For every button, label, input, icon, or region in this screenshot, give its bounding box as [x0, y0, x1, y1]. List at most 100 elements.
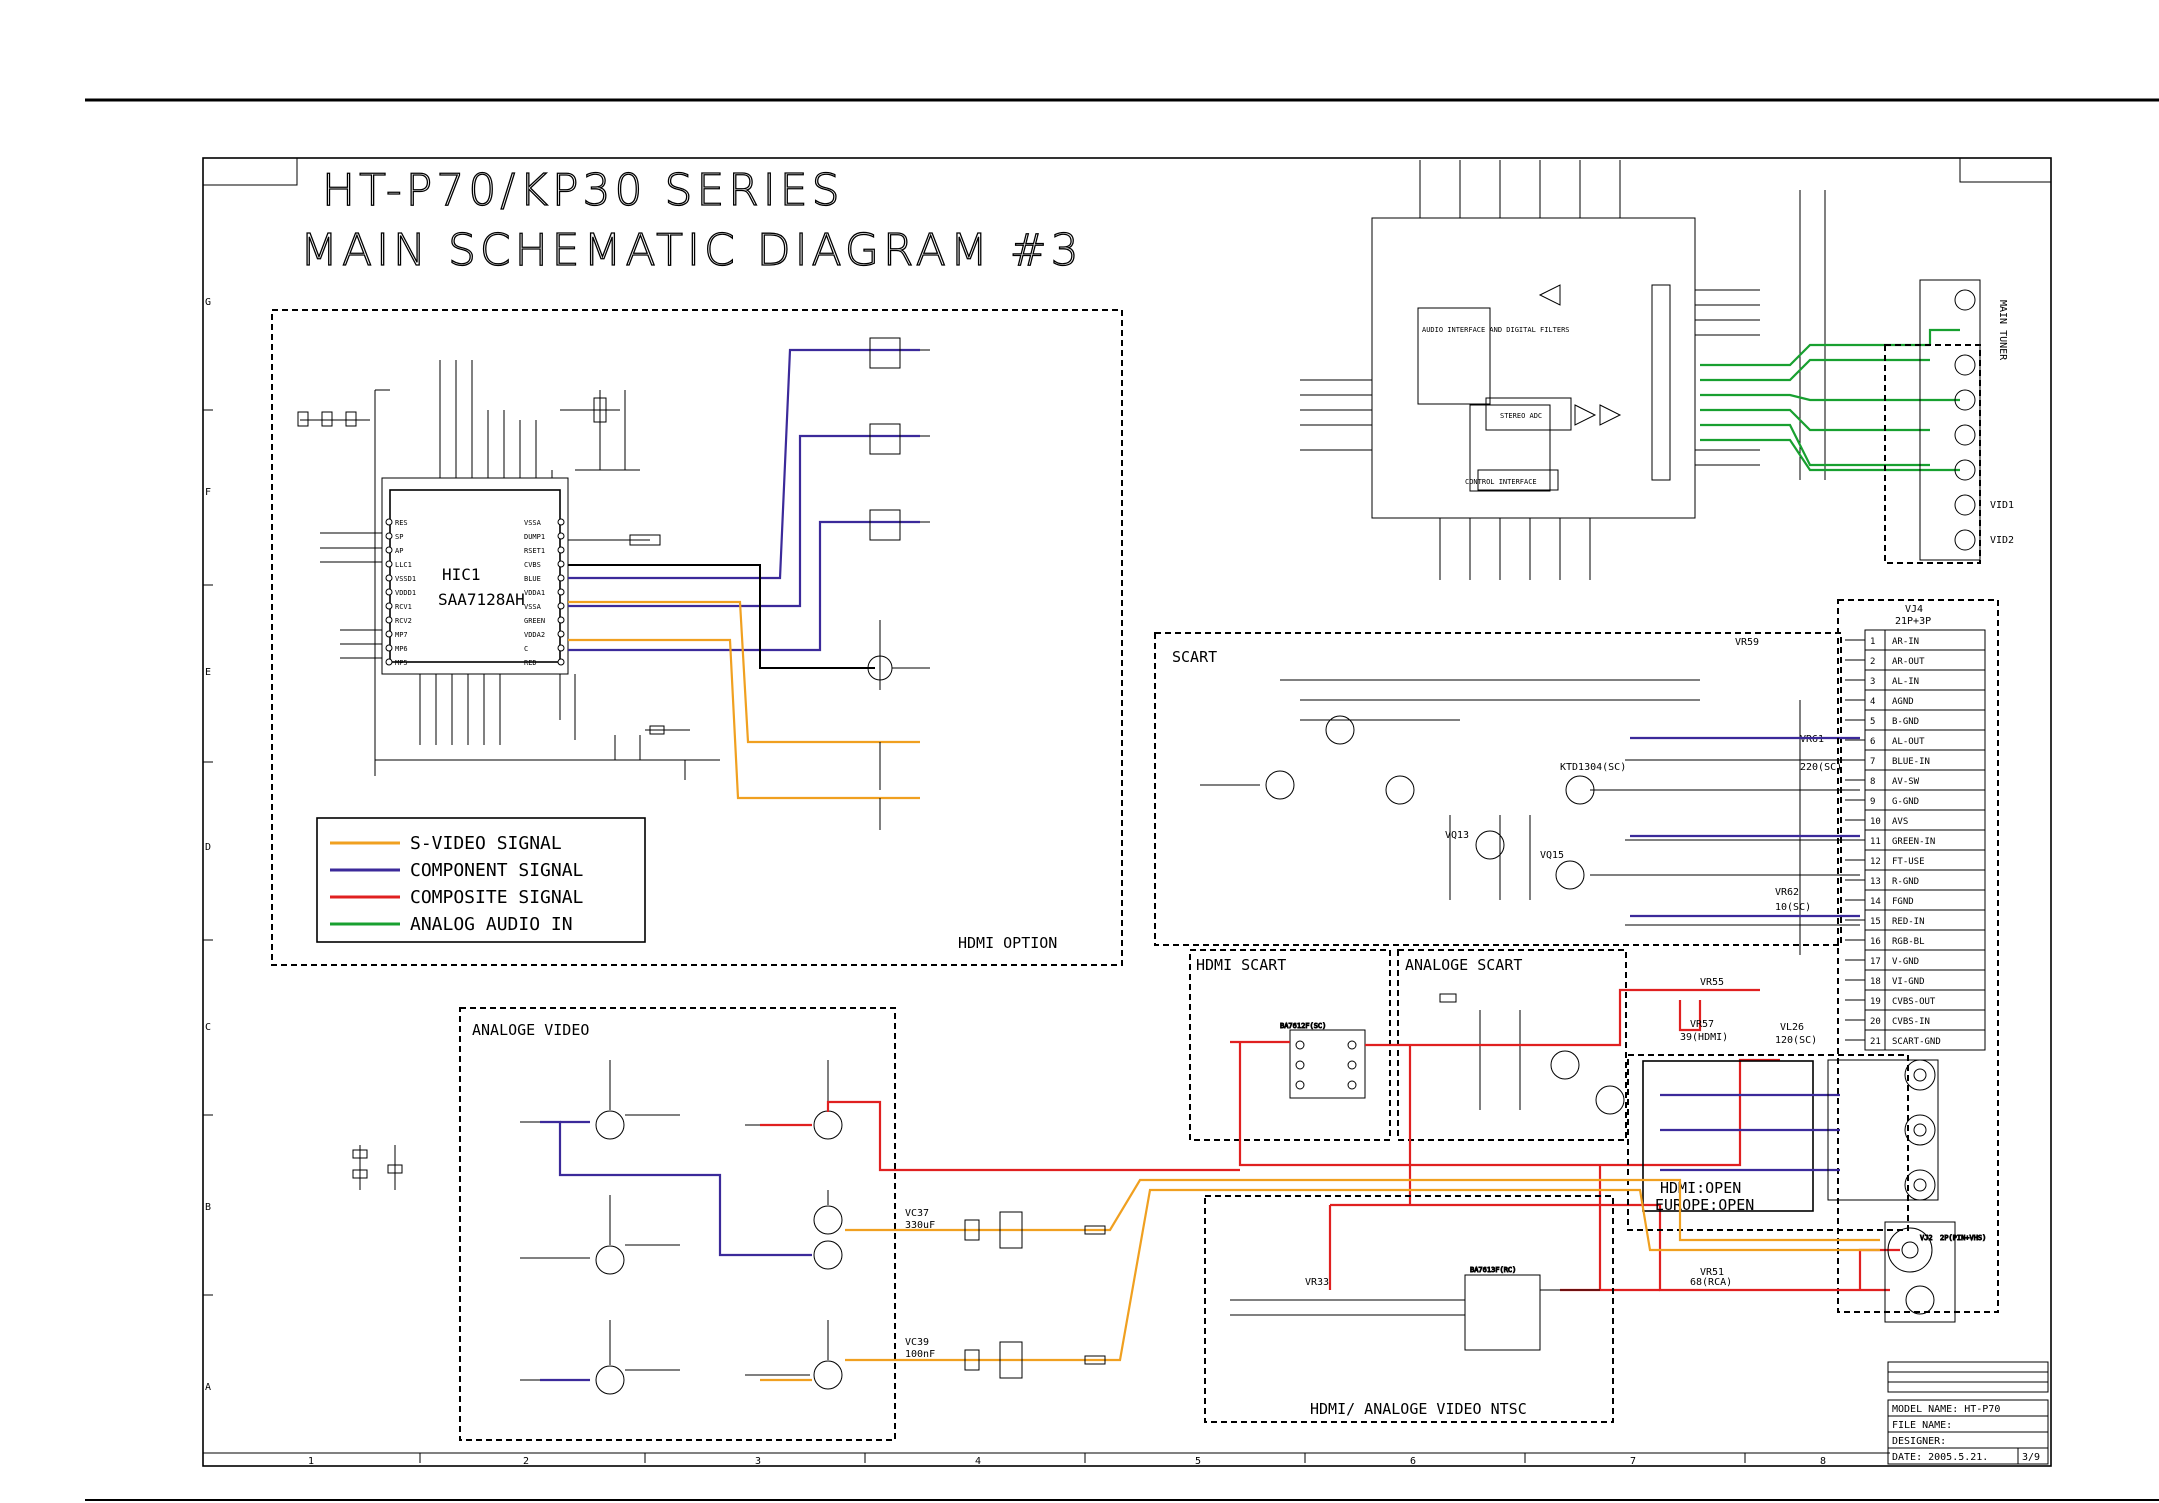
grid-col-1: 1 [308, 1456, 314, 1467]
scart-pin-cell [1864, 849, 1986, 871]
vr59-label: VR59 [1735, 637, 1759, 648]
title-line-1: HT-P70/KP30 SERIES [322, 165, 844, 216]
audio-adc-block: AUDIO INTERFACE AND DIGITAL FILTERS CONT… [1371, 217, 1696, 519]
scart-pin-label: V-GND [1892, 957, 1919, 967]
legend-label: S-VIDEO SIGNAL [410, 833, 562, 854]
hic1-pin [385, 616, 393, 624]
vc37-label: VC37 [905, 1208, 929, 1219]
hic1-pin-label: VSSA [524, 519, 542, 527]
scart-pin-number: 10 [1870, 817, 1881, 827]
analoge-video-block [459, 1007, 896, 1441]
hic1-pin-label: SP [395, 533, 403, 541]
hic1-pin [557, 658, 565, 666]
hic1-pin-label: VDDA1 [524, 589, 545, 597]
hdmi-open-block [1642, 1060, 1814, 1212]
grid-col-7: 7 [1630, 1456, 1636, 1467]
file-name: FILE NAME: [1892, 1420, 1952, 1431]
stereo-adc-label: STEREO ADC [1500, 412, 1542, 420]
hic1-pin [557, 616, 565, 624]
hic1-pin-label: LLC1 [395, 561, 412, 569]
hic1-pin [385, 658, 393, 666]
grid-row-labels: G F E D C B A [205, 297, 211, 1393]
grid-col-6: 6 [1410, 1456, 1416, 1467]
grid-col-3: 3 [755, 1456, 761, 1467]
scart-pin-number: 7 [1870, 757, 1875, 767]
vr62-value: 10(SC) [1775, 902, 1811, 913]
component-jacks [1827, 1059, 1939, 1201]
vr61-value: 220(SC) [1800, 762, 1842, 773]
scart-pin-label: CVBS-OUT [1892, 997, 1936, 1007]
main-tuner-label: MAIN TUNER [1997, 300, 2008, 361]
scart-pin-label: SCART-GND [1892, 1037, 1941, 1047]
scart-pin-label: AGND [1892, 697, 1914, 707]
hic1-pin [385, 588, 393, 596]
hic1-chip: HIC1 SAA7128AH RESSPAPLLC1VSSD1VDDD1RCV1… [381, 477, 569, 675]
audio-interface-label: AUDIO INTERFACE AND DIGITAL FILTERS [1422, 326, 1570, 334]
scart-pin-cell [1864, 869, 1986, 891]
designer: DESIGNER: [1892, 1436, 1946, 1447]
hic1-pin [385, 574, 393, 582]
grid-row-f: F [205, 487, 211, 498]
vr62-label: VR62 [1775, 887, 1799, 898]
hic1-pin [557, 630, 565, 638]
grid-col-4: 4 [975, 1456, 981, 1467]
scart-pin-number: 4 [1870, 697, 1875, 707]
hic1-pin-label: RCV1 [395, 603, 412, 611]
hdmi-scart-label: HDMI SCART [1196, 956, 1286, 974]
scart-pin-label: AL-IN [1892, 677, 1919, 687]
scart-pin-label: AL-OUT [1892, 737, 1925, 747]
control-interface-label: CONTROL INTERFACE [1465, 478, 1537, 486]
grid-row-g: G [205, 297, 211, 308]
scart-pin-label: BLUE-IN [1892, 757, 1930, 767]
hic1-pin-label: VDDA2 [524, 631, 545, 639]
vid1-label: VID1 [1990, 500, 2014, 511]
vc37-value: 330uF [905, 1220, 935, 1231]
scart-pin-cell [1864, 649, 1986, 671]
scart-pin-cell [1864, 889, 1986, 911]
hdmi-ntsc-label: HDMI/ ANALOGE VIDEO NTSC [1310, 1400, 1527, 1418]
vic1-label: BA7613F(RC) [1470, 1266, 1516, 1274]
scart-pin-number: 20 [1870, 1017, 1881, 1027]
hic1-pin-label: CVBS [524, 561, 541, 569]
scart-pin-number: 19 [1870, 997, 1881, 1007]
vq15-label: VQ15 [1540, 850, 1564, 861]
scart-pin-cell [1864, 769, 1986, 791]
hic1-pin [385, 546, 393, 554]
scart-pin-label: GREEN-IN [1892, 837, 1935, 847]
drawing-frame [202, 157, 2052, 1467]
hic1-pin [385, 630, 393, 638]
hic1-pin-label: MP6 [395, 645, 408, 653]
scart-pin-label: AV-SW [1892, 777, 1920, 787]
grid-row-e: E [205, 667, 211, 678]
vc39-value: 100nF [905, 1349, 935, 1360]
scart-pin-cell [1864, 709, 1986, 731]
hic1-pin [385, 560, 393, 568]
scart-pin-number: 14 [1870, 897, 1881, 907]
hdmi-open-line1: HDMI:OPEN [1660, 1179, 1741, 1197]
hic1-pin-label: RES [395, 519, 408, 527]
hic1-pin [557, 518, 565, 526]
vr61-label: VR61 [1800, 734, 1824, 745]
scart-pin-number: 8 [1870, 777, 1875, 787]
vic2-chip: BA7612F(SC) [1280, 1022, 1366, 1099]
scart-pin-label: FT-USE [1892, 857, 1925, 867]
scart-block [1154, 632, 1842, 946]
analoge-video-label: ANALOGE VIDEO [472, 1021, 589, 1039]
hic1-pin [557, 532, 565, 540]
hic1-pin-label: DUMP1 [524, 533, 545, 541]
vj4-part: 21P+3P [1895, 616, 1931, 627]
hic1-pin-label: VSSD1 [395, 575, 416, 583]
scart-pin-label: AR-OUT [1892, 657, 1925, 667]
vr55-label: VR55 [1700, 977, 1724, 988]
hic1-pin [385, 518, 393, 526]
hic1-pin [557, 588, 565, 596]
scart-pin-label: AVS [1892, 817, 1908, 827]
grid-row-c: C [205, 1022, 211, 1033]
hic1-pin-label: RCV2 [395, 617, 412, 625]
hdmi-option-block [271, 309, 1123, 966]
hic1-pin-label: VDDD1 [395, 589, 416, 597]
vj4-name: VJ4 [1905, 604, 1923, 615]
scart-pin-number: 1 [1870, 637, 1875, 647]
title-line-2: MAIN SCHEMATIC DIAGRAM #3 [300, 225, 1083, 276]
date: DATE: 2005.5.21. [1892, 1452, 1988, 1463]
